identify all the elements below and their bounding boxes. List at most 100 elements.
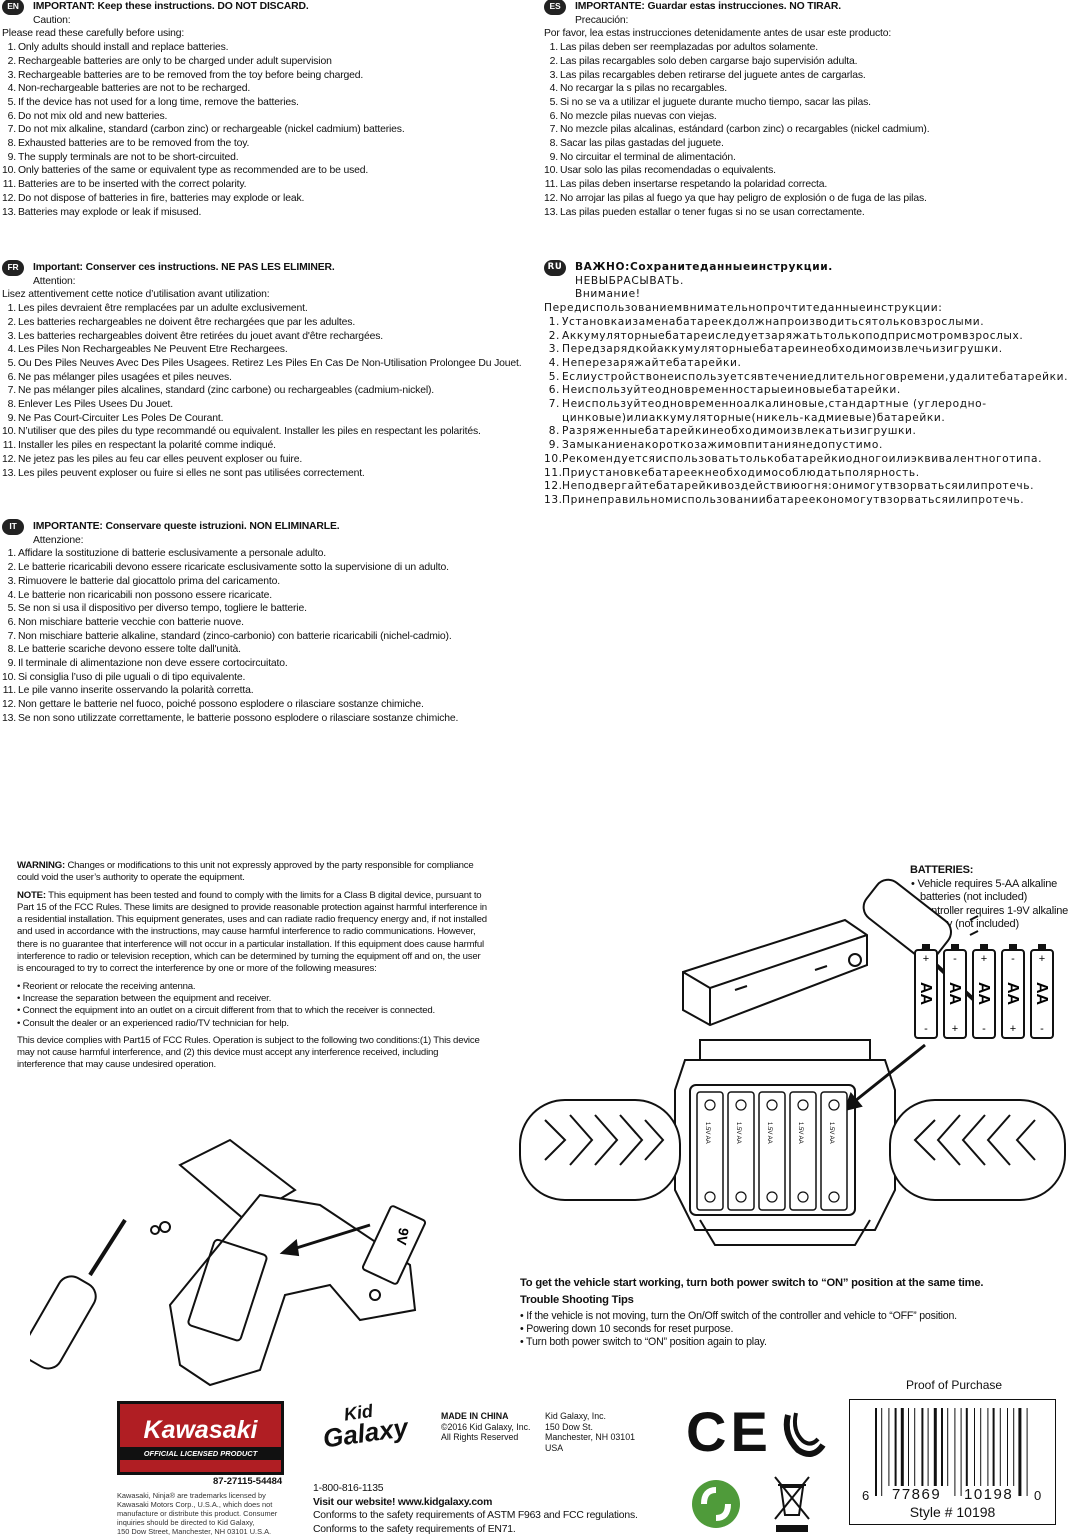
- barcode-left: 77869: [892, 1486, 942, 1503]
- en-item-text: Do not mix alkaline, standard (carbon zi…: [18, 124, 405, 136]
- aa-label: AA: [1004, 982, 1021, 1006]
- en-item-number: 9.: [7, 151, 17, 163]
- ru-item: 12.Неподвергайтебатарейкивоздействиюогня…: [544, 480, 1052, 494]
- trouble-tip: • Turn both power switch to “ON” positio…: [520, 1336, 767, 1349]
- es-item: 10.Usar solo las pilas recomendadas o eq…: [544, 164, 1064, 178]
- barcode-bar: [908, 1408, 909, 1486]
- compartment-cell-label: 1.5V AA: [704, 1122, 710, 1144]
- it-item-text: Si consiglia l’uso di pile uguali o di t…: [18, 671, 246, 683]
- it-caution: Attenzione:: [33, 534, 84, 546]
- fcc-note-label: NOTE:: [17, 889, 46, 901]
- barcode-bar: [999, 1408, 1001, 1486]
- ru-item: 5.Еслиустройствонеиспользуетсявтечениедл…: [544, 371, 1068, 385]
- barcode-bar: [1013, 1408, 1015, 1486]
- fcc-measure: • Consult the dealer or an experienced r…: [17, 1017, 289, 1029]
- it-item-text: Non gettare le batterie nel fuoco, poich…: [18, 699, 424, 711]
- en-item: 13.Batteries may explode or leak if misu…: [2, 206, 502, 220]
- es-item-number: 9.: [549, 151, 559, 163]
- ru-item-text: Неперезаряжайтебатарейки.: [562, 356, 742, 369]
- barcode-tail: 0: [1034, 1488, 1042, 1503]
- fr-item-number: 5.: [7, 357, 17, 369]
- ru-badge: RU: [544, 260, 566, 276]
- en-item-number: 10.: [2, 165, 16, 177]
- it-item-text: Il terminale di alimentazione non deve e…: [18, 658, 288, 670]
- it-item-text: Se non si usa il dispositivo per diverso…: [18, 603, 307, 615]
- ru-item: 10.Рекомендуетсяиспользоватьтолькобатаре…: [544, 453, 1052, 467]
- es-item-text: No recargar la s pilas no recargables.: [560, 83, 727, 95]
- aa-battery-icon: -AA+: [1001, 944, 1025, 1039]
- fr-item: 3.Les batteries rechargeables doivent êt…: [2, 330, 522, 344]
- es-item: 1.Las pilas deben ser reemplazadas por a…: [544, 41, 1064, 55]
- it-item-number: 12.: [2, 699, 16, 711]
- compartment-cell-label: 1.5V AA: [735, 1122, 741, 1144]
- it-badge: IT: [2, 519, 24, 535]
- aa-battery-icon: +AA-: [1030, 944, 1054, 1039]
- es-item: 11.Las pilas deben insertarse respetando…: [544, 178, 1064, 192]
- es-title: IMPORTANTE: Guardar estas instrucciones.…: [575, 1, 841, 12]
- en-item-text: If the device has not used for a long ti…: [18, 96, 299, 108]
- it-item-number: 4.: [7, 589, 17, 601]
- barcode-bar: [941, 1408, 943, 1486]
- en-item-number: 5.: [7, 96, 17, 108]
- es-item-number: 11.: [544, 179, 558, 191]
- ru-item-number: 13.: [544, 493, 563, 506]
- section-ru: RU ВАЖНО:Сохранитеданныеинструкции. НЕВЫ…: [544, 260, 1068, 508]
- ru-item-number: 7.: [548, 398, 560, 411]
- trademark-line: inquiries should be directed to Kid Gala…: [117, 1517, 255, 1527]
- en-item: 1.Only adults should install and replace…: [2, 41, 502, 55]
- ru-item-text: Аккумуляторныебатареиследуетзаряжатьтоль…: [562, 329, 1024, 342]
- it-item-number: 5.: [7, 603, 17, 615]
- aa-polarity-bottom: -: [982, 1023, 986, 1035]
- it-item: 7.Non mischiare batterie alkaline, stand…: [2, 630, 522, 644]
- barcode-bar: [960, 1408, 962, 1496]
- trademark-line: 150 Dow Street, Manchester, NH 03101 U.S…: [117, 1526, 272, 1536]
- fcc-warning-text: Changes or modifications to this unit no…: [17, 860, 474, 884]
- es-badge: ES: [544, 0, 566, 15]
- fr-intro: Lisez attentivement cette notice d’utili…: [2, 289, 270, 301]
- es-item-number: 13.: [544, 206, 558, 218]
- en-item: 8.Exhausted batteries are to be removed …: [2, 137, 502, 151]
- fr-item-text: Installer les piles en respectant la pol…: [18, 440, 276, 452]
- fr-item: 7.Ne pas mélanger piles alcalines, stand…: [2, 384, 522, 398]
- en-item: 9.The supply terminals are not to be sho…: [2, 151, 502, 165]
- en-item-text: Only adults should install and replace b…: [18, 42, 229, 54]
- es-caution: Precaución:: [575, 14, 629, 26]
- ce-mark-icon: CE: [686, 1400, 772, 1463]
- barcode-bar: [888, 1408, 890, 1486]
- barcode-bar: [980, 1408, 982, 1486]
- fr-item-text: Ne jetez pas les piles au feu car elles …: [18, 453, 303, 465]
- compartment-cell-label: 1.5V AA: [766, 1122, 772, 1144]
- es-item-number: 1.: [549, 42, 559, 54]
- es-item-text: Sacar las pilas gastadas del juguete.: [560, 138, 724, 150]
- fr-item-number: 7.: [7, 385, 17, 397]
- fr-item: 1.Les piles devraient être remplacées pa…: [2, 302, 522, 316]
- fr-item-text: Ne pas mélanger piles usagées et piles n…: [18, 371, 232, 383]
- controller-arrowhead-icon: [279, 1239, 300, 1257]
- es-item: 2.Las pilas recargables solo deben carga…: [544, 55, 1064, 69]
- fcc-compliance: This device complies with Part15 of FCC …: [17, 1034, 480, 1071]
- es-item-number: 6.: [549, 110, 559, 122]
- fcc-measure: • Increase the separation between the eq…: [17, 992, 272, 1004]
- es-item-text: Usar solo las pilas recomendadas o equiv…: [560, 165, 776, 177]
- en-item-text: Batteries may explode or leak if misused…: [18, 206, 202, 218]
- it-item-number: 10.: [2, 671, 16, 683]
- website: Visit our website! www.kidgalaxy.com: [313, 1496, 493, 1508]
- fr-title: Important: Conserver ces instructions. N…: [33, 262, 335, 273]
- right-wheel-icon: [889, 1099, 1066, 1201]
- green-dot-icon: [692, 1480, 740, 1528]
- es-item-text: No circuitar el terminal de alimentación…: [560, 151, 736, 163]
- barcode-icon: [875, 1408, 1028, 1496]
- aa-polarity-bottom: -: [924, 1023, 928, 1035]
- en-item-number: 3.: [7, 69, 17, 81]
- aa-battery-icon: +AA-: [972, 944, 996, 1039]
- section-es: ES IMPORTANTE: Guardar estas instruccion…: [544, 0, 1064, 219]
- aa-polarity-bottom: +: [1010, 1023, 1016, 1035]
- en-list: 1.Only adults should install and replace…: [2, 41, 502, 219]
- it-item-text: Se non sono utilizzate correttamente, le…: [18, 712, 459, 724]
- screwdriver-icon: [30, 1218, 127, 1370]
- fr-item-text: Enlever Les Piles Usees Du Jouet.: [18, 399, 174, 411]
- style-number: Style # 10198: [909, 1504, 996, 1520]
- barcode-bar: [954, 1408, 956, 1496]
- fr-item: 8.Enlever Les Piles Usees Du Jouet.: [2, 398, 522, 412]
- en-intro: Please read these carefully before using…: [2, 28, 185, 40]
